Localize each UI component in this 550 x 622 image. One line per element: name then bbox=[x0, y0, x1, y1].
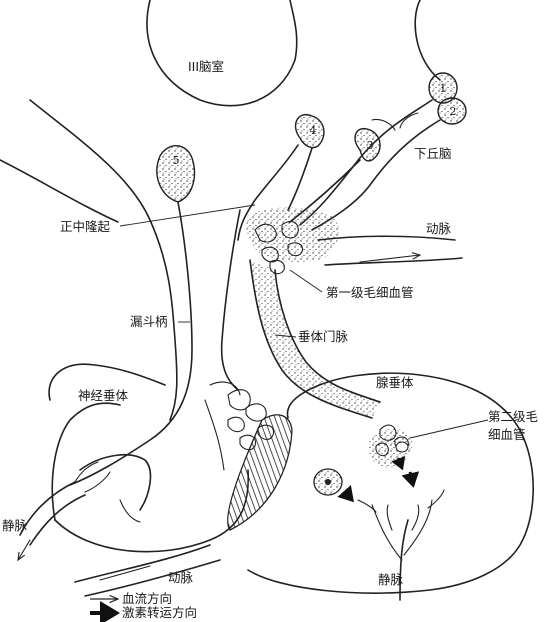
neuron-3: 3 bbox=[354, 127, 381, 162]
label-infundibular-stalk: 漏斗柄 bbox=[130, 314, 168, 329]
artery-bottom bbox=[74, 544, 221, 597]
label-median-eminence: 正中隆起 bbox=[60, 219, 111, 234]
label-portal-vein: 垂体门脉 bbox=[298, 329, 349, 344]
legend: 血流方向 激素转运方向 bbox=[90, 591, 197, 622]
label-hypothalamus: 下丘脑 bbox=[414, 146, 452, 161]
neuron-2-number: 2 bbox=[450, 105, 457, 118]
label-artery-top: 动脉 bbox=[426, 221, 452, 236]
legend-hormone-label: 激素转运方向 bbox=[122, 605, 197, 620]
gland-cell bbox=[313, 468, 343, 496]
stalk-outline bbox=[0, 99, 241, 421]
artery-top bbox=[317, 235, 463, 266]
neuron-3-number: 3 bbox=[367, 139, 374, 152]
vein-left bbox=[18, 461, 141, 560]
legend-blood-flow-label: 血流方向 bbox=[122, 591, 172, 606]
neuron-4-number: 4 bbox=[310, 124, 317, 137]
label-secondary-capillary-1: 第二级毛 bbox=[488, 409, 539, 424]
secondary-capillary-cluster bbox=[368, 424, 413, 469]
pars-intermedia bbox=[227, 414, 293, 531]
label-primary-capillary: 第一级毛细血管 bbox=[326, 285, 414, 300]
neuron-1: 1 bbox=[428, 72, 458, 104]
label-artery-bottom: 动脉 bbox=[168, 570, 194, 585]
label-vein-left: 静脉 bbox=[2, 518, 28, 533]
label-third-ventricle: III脑室 bbox=[188, 59, 224, 74]
adenohypophysis-outline bbox=[247, 372, 534, 601]
label-adenohypophysis: 腺垂体 bbox=[376, 375, 414, 390]
neurohypophysis-outline bbox=[48, 363, 275, 553]
neuron-5: 5 bbox=[156, 145, 196, 203]
neuron-4: 4 bbox=[294, 113, 325, 149]
hormone-arrows bbox=[337, 455, 420, 503]
neuron-1-number: 1 bbox=[440, 82, 447, 95]
label-vein-right: 静脉 bbox=[378, 572, 404, 587]
median-eminence bbox=[246, 207, 340, 275]
third-ventricle-outline bbox=[146, 0, 441, 107]
leader-lines bbox=[119, 204, 489, 439]
neuron-5-number: 5 bbox=[173, 154, 180, 167]
neuron-2: 2 bbox=[437, 97, 467, 125]
label-secondary-capillary-2: 细血管 bbox=[488, 427, 526, 442]
label-neurohypophysis: 神经垂体 bbox=[78, 388, 129, 403]
